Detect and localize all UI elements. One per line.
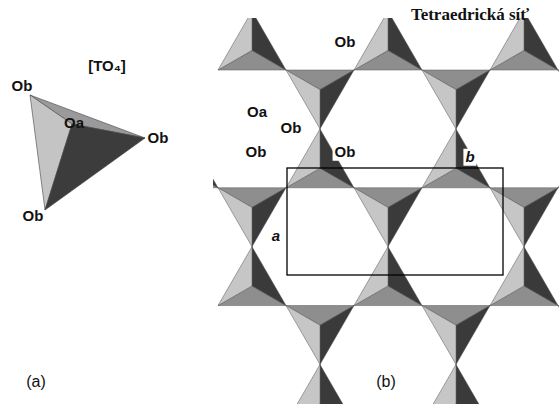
tetrahedron-face bbox=[456, 70, 490, 129]
tetrahedron-face bbox=[490, 188, 524, 247]
tetrahedron-face bbox=[388, 18, 422, 70]
tetrahedron-face bbox=[422, 129, 456, 188]
tetrahedron-face bbox=[490, 18, 524, 70]
tetrahedron-face bbox=[218, 18, 252, 70]
tetrahedron-face bbox=[524, 188, 558, 247]
tetrahedron-face bbox=[558, 306, 559, 365]
tetrahedron-face bbox=[558, 70, 559, 90]
oxygen-label: Ob bbox=[333, 144, 358, 161]
title: Tetraedrická síť bbox=[411, 5, 529, 25]
oxygen-label: Oa bbox=[245, 104, 269, 121]
tetrahedron-face bbox=[213, 129, 218, 188]
tetrahedron-face bbox=[218, 188, 252, 247]
tetrahedron-face bbox=[558, 306, 559, 326]
oxygen-label: Oa bbox=[64, 115, 84, 132]
panel-label: (a) bbox=[26, 373, 46, 391]
unit-cell bbox=[287, 168, 503, 275]
tetrahedron-face bbox=[490, 247, 524, 306]
tetrahedron-face bbox=[320, 70, 354, 129]
tetrahedron-face bbox=[213, 404, 218, 405]
axis-label: a bbox=[270, 228, 282, 245]
tetrahedron-face bbox=[558, 129, 559, 188]
tetrahedron-face bbox=[286, 364, 320, 404]
tetrahedron-face bbox=[286, 306, 320, 365]
tetrahedron-face bbox=[218, 247, 252, 306]
tetrahedron-face bbox=[213, 364, 218, 404]
panel-label: (b) bbox=[376, 373, 396, 391]
tetrahedron-face bbox=[252, 247, 286, 306]
tetrahedron-face bbox=[320, 364, 354, 404]
tetrahedron-face bbox=[422, 364, 456, 404]
tetrahedron-face bbox=[558, 168, 559, 188]
oxygen-label: Ob bbox=[333, 34, 358, 51]
tetrahedron-face bbox=[524, 247, 558, 306]
oxygen-label: Ob bbox=[279, 120, 304, 137]
tetrahedron-face bbox=[252, 188, 286, 247]
oxygen-label: Ob bbox=[23, 208, 44, 225]
formula-label: [TO₄] bbox=[88, 58, 126, 75]
tetrahedron-face bbox=[354, 247, 388, 306]
tetrahedron-face bbox=[558, 364, 559, 404]
tetrahedron bbox=[30, 95, 145, 210]
tetrahedron-face bbox=[456, 306, 490, 365]
tetrahedron-face bbox=[354, 188, 388, 247]
axis-label: b bbox=[463, 149, 476, 166]
tetrahedron-face bbox=[456, 364, 490, 404]
tetrahedron-face bbox=[456, 129, 490, 188]
oxygen-label: Ob bbox=[148, 130, 169, 147]
oxygen-label: Ob bbox=[12, 78, 33, 95]
tetrahedron-face bbox=[422, 70, 456, 129]
tetrahedron-face bbox=[422, 306, 456, 365]
tetrahedron-face bbox=[252, 18, 286, 70]
tetrahedron-face bbox=[354, 18, 388, 70]
tetrahedron-face bbox=[558, 70, 559, 129]
tetrahedron-face bbox=[388, 188, 422, 247]
tetrahedron-face bbox=[286, 129, 320, 188]
oxygen-label: Ob bbox=[244, 144, 269, 161]
tetrahedron-face bbox=[558, 404, 559, 405]
tetrahedron-face bbox=[524, 18, 558, 70]
tetrahedral-sheet bbox=[213, 18, 559, 404]
tetrahedron-face bbox=[388, 247, 422, 306]
tetrahedron-face bbox=[320, 306, 354, 365]
